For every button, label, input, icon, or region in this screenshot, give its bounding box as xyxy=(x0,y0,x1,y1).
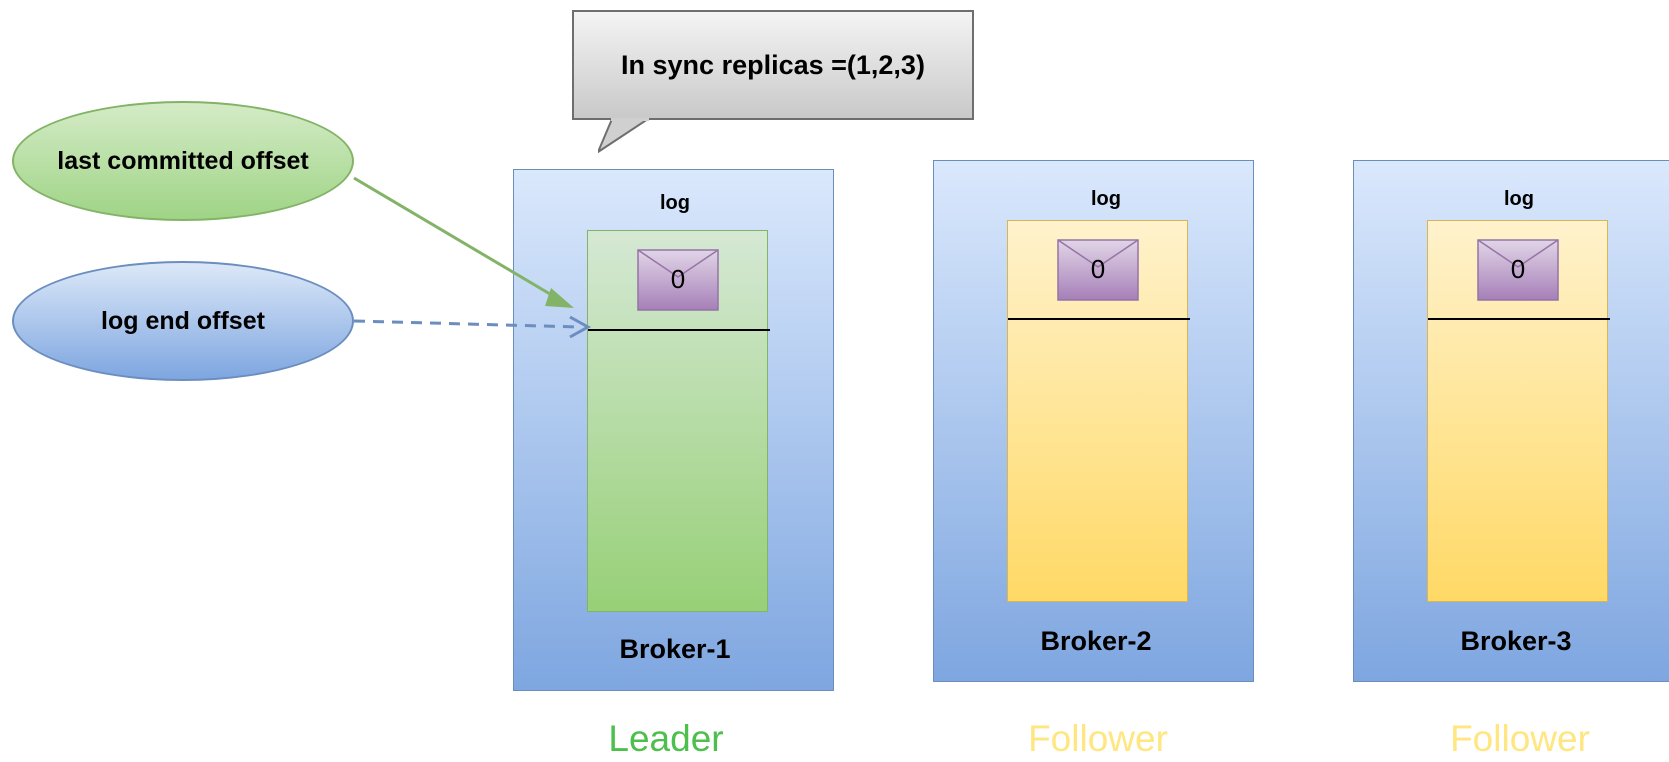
envelope-icon xyxy=(1057,239,1139,301)
broker-2-log-end-line xyxy=(1008,318,1190,320)
broker-1-role: Leader xyxy=(608,718,724,759)
broker-3-message-offset: 0 xyxy=(1510,254,1526,284)
committed-offset-arrow xyxy=(353,176,574,308)
broker-2-name: Broker-2 xyxy=(1040,626,1152,656)
broker-1-message-offset: 0 xyxy=(670,264,686,294)
broker-2-role: Follower xyxy=(1028,718,1168,759)
envelope-icon xyxy=(637,249,719,311)
isr-callout: In sync replicas =(1,2,3) xyxy=(572,10,974,120)
broker-1-name: Broker-1 xyxy=(619,634,731,664)
broker-2-message-offset: 0 xyxy=(1090,254,1106,284)
broker-1-log-label: log xyxy=(660,192,690,214)
last-committed-offset-label: last committed offset xyxy=(57,146,309,175)
envelope-icon xyxy=(1477,239,1559,301)
log-end-offset-label: log end offset xyxy=(101,306,265,335)
broker-1-log-end-line xyxy=(588,329,770,331)
broker-3-role: Follower xyxy=(1450,718,1590,759)
callout-tail xyxy=(598,118,650,154)
broker-3-log-label: log xyxy=(1504,188,1534,210)
broker-2-log-label: log xyxy=(1091,188,1121,210)
broker-3-log-end-line xyxy=(1428,318,1610,320)
log-end-offset-ellipse: log end offset xyxy=(12,261,354,381)
log-end-offset-arrow xyxy=(353,315,592,339)
isr-callout-text: In sync replicas =(1,2,3) xyxy=(621,49,925,80)
broker-3-name: Broker-3 xyxy=(1460,626,1572,656)
last-committed-offset-ellipse: last committed offset xyxy=(12,101,354,221)
